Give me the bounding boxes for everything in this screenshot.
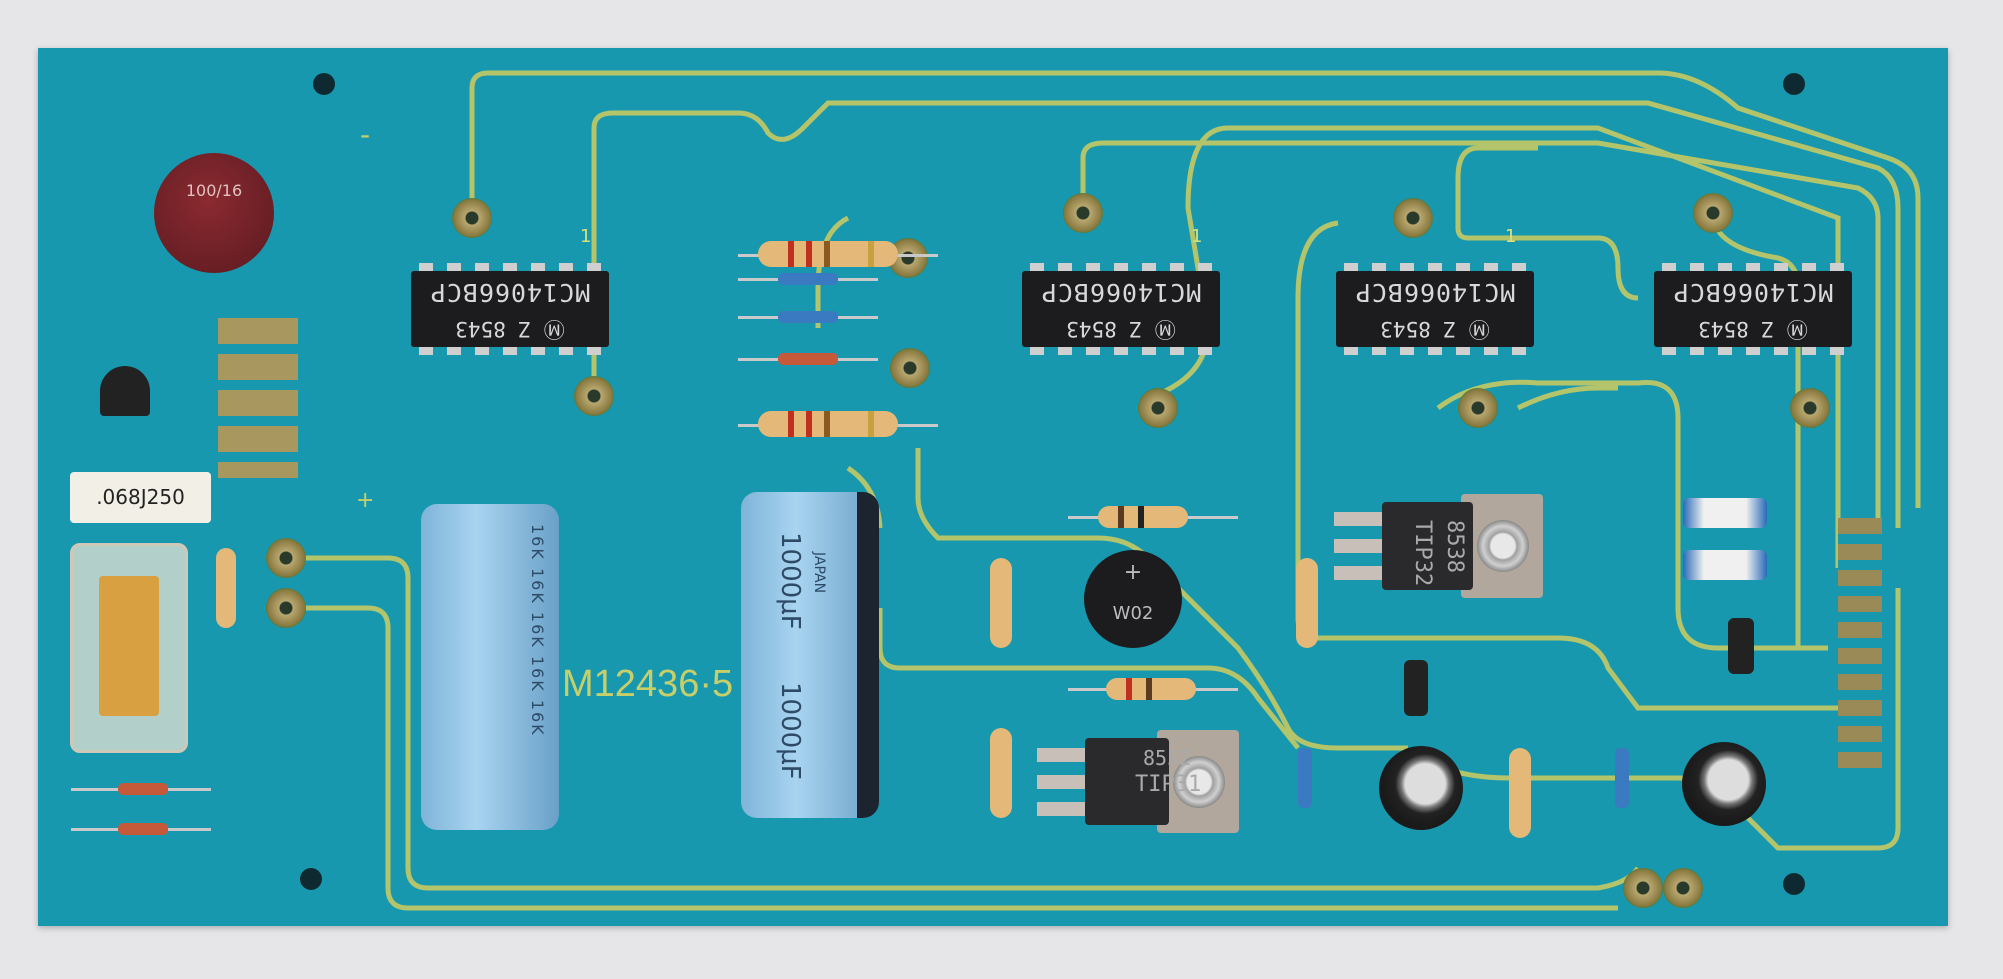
smd-component (1683, 550, 1767, 580)
edge-connector-pads (1838, 518, 1882, 778)
diode (778, 273, 838, 285)
resistor (216, 548, 236, 628)
resistor (1098, 506, 1188, 528)
transistor-small (1728, 618, 1754, 674)
diode (778, 311, 838, 323)
mounting-hole (1783, 73, 1805, 95)
resistor (990, 728, 1012, 818)
resistor (1106, 678, 1196, 700)
solder-pad (1063, 193, 1103, 233)
solder-pad (1393, 198, 1433, 238)
resistor (990, 558, 1012, 648)
pin1-mark: 1 (1191, 226, 1203, 247)
diode (1615, 748, 1629, 808)
diode (778, 353, 838, 365)
solder-pad (574, 376, 614, 416)
solder-pad (1458, 388, 1498, 428)
board-part-number: M12436·5 (562, 663, 734, 705)
wire-pads (218, 318, 298, 478)
mounting-hole (300, 868, 322, 890)
electrolytic-capacitor-right: 1000µF JAPAN 1000µF (741, 492, 879, 818)
solder-pad (452, 198, 492, 238)
tantalum-capacitor: 100/16 (154, 153, 274, 273)
mounting-hole (1783, 873, 1805, 895)
small-electrolytic-capacitor (1682, 742, 1766, 826)
relay (70, 543, 188, 753)
small-electrolytic-capacitor (1379, 746, 1463, 830)
resistor (758, 241, 898, 267)
solder-pad (890, 348, 930, 388)
resistor (1509, 748, 1531, 838)
bridge-rectifier: +W02 (1084, 550, 1182, 648)
solder-pad (266, 538, 306, 578)
diode (118, 823, 168, 835)
minus-mark: - (360, 118, 371, 151)
plus-mark: + (356, 488, 375, 513)
smd-component (1683, 498, 1767, 528)
transistor-small (100, 366, 150, 416)
solder-pad (1790, 388, 1830, 428)
solder-pad (1693, 193, 1733, 233)
film-capacitor: .068J250 (70, 472, 211, 523)
resistor (758, 411, 898, 437)
solder-pad (1663, 868, 1703, 908)
diode (118, 783, 168, 795)
pin1-mark: 1 (580, 226, 592, 247)
electrolytic-capacitor-left: 16K 16K 16K 16K 16K (421, 504, 559, 830)
pin1-mark: 1 (1505, 226, 1517, 247)
resistor (1296, 558, 1318, 648)
solder-pad (1138, 388, 1178, 428)
solder-pad (266, 588, 306, 628)
solder-pad (1623, 868, 1663, 908)
mounting-hole (313, 73, 335, 95)
transistor-small (1404, 660, 1428, 716)
diode (1298, 748, 1312, 808)
